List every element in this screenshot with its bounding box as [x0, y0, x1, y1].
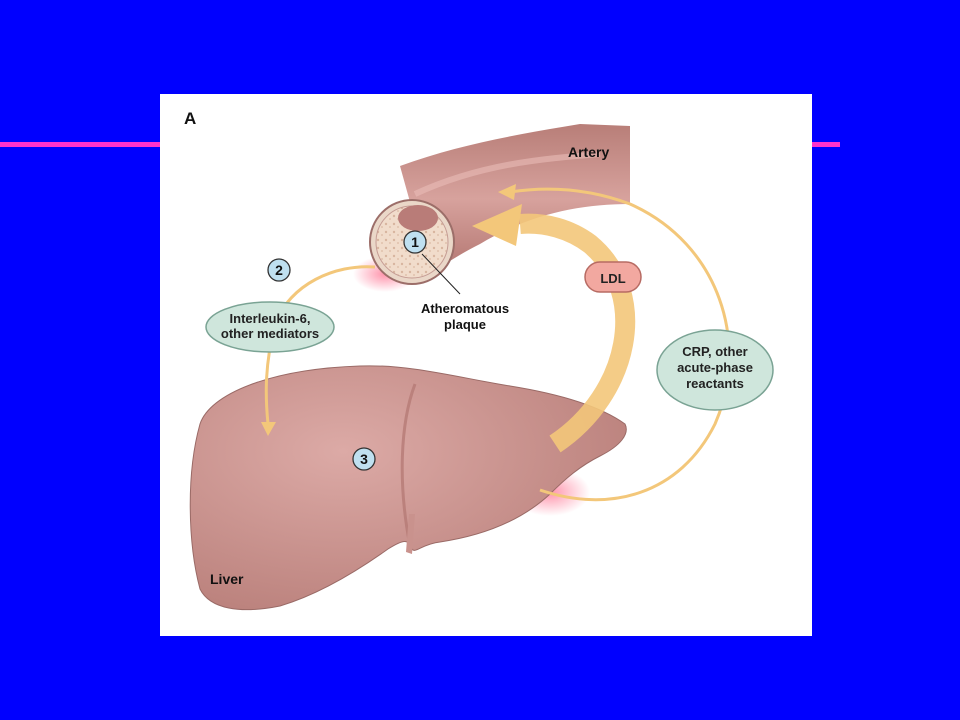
- step-3-number: 3: [360, 451, 368, 467]
- crp-arrow-head: [498, 184, 516, 200]
- accent-line-left: [0, 142, 160, 147]
- step-2-badge: 2: [267, 258, 291, 282]
- mediators-label-line1: Interleukin-6,: [230, 311, 311, 326]
- artery: [400, 124, 630, 274]
- step-1-badge: 1: [403, 230, 427, 254]
- mediators-bubble: Interleukin-6, other mediators: [205, 301, 335, 353]
- plaque-label-line1: Atheromatous: [421, 301, 509, 316]
- liver-label: Liver: [210, 571, 244, 587]
- diagram-svg: A: [184, 109, 774, 611]
- figure-panel: A: [160, 94, 812, 636]
- crp-bubble: CRP, other acute-phase reactants: [656, 329, 774, 411]
- crp-label-line2: acute-phase: [677, 360, 753, 375]
- plaque-label-line2: plaque: [444, 317, 486, 332]
- crp-label-line3: reactants: [686, 376, 744, 391]
- panel-label: A: [184, 109, 196, 128]
- mediators-label-line2: other mediators: [221, 326, 319, 341]
- crp-label-line1: CRP, other: [682, 344, 748, 359]
- artery-label: Artery: [568, 144, 609, 160]
- mediator-arrow-head: [261, 422, 276, 436]
- ldl-bubble: LDL: [584, 261, 642, 293]
- liver: [189, 365, 627, 611]
- ldl-arrow-head: [472, 204, 522, 246]
- ldl-label: LDL: [600, 271, 625, 286]
- step-1-number: 1: [411, 234, 419, 250]
- crp-arrow-path: [509, 187, 731, 502]
- accent-line-right: [812, 142, 840, 147]
- step-3-badge: 3: [352, 447, 376, 471]
- plaque-leader-line: [421, 253, 461, 295]
- step-2-number: 2: [275, 262, 283, 278]
